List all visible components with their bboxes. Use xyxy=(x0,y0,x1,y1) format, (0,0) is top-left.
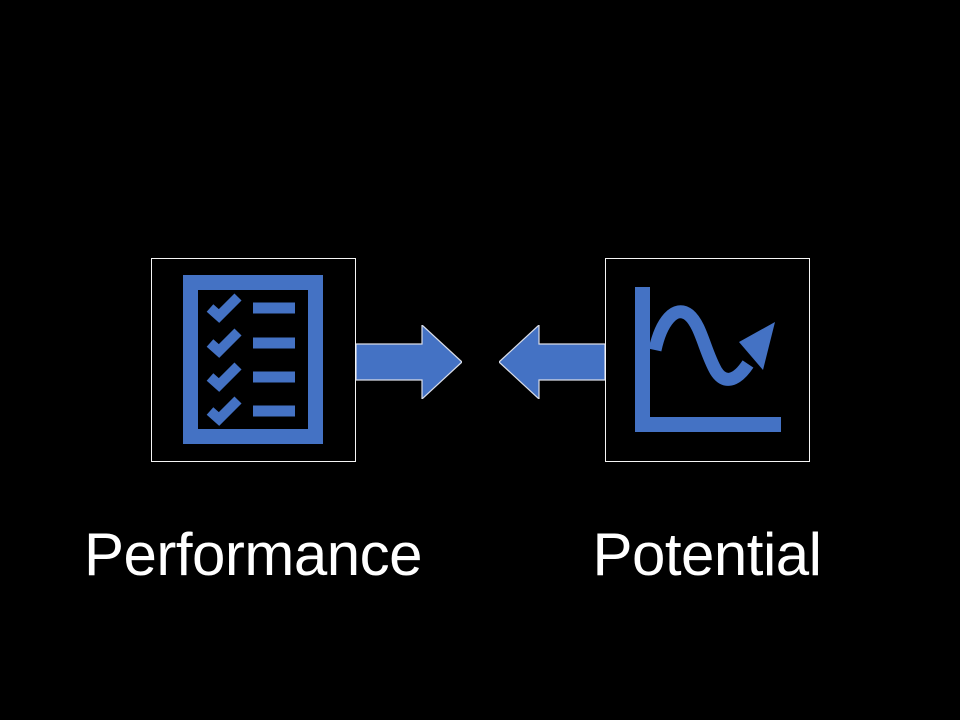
checklist-icon xyxy=(183,275,323,444)
line-chart-icon xyxy=(635,287,781,432)
block-arrow-right-icon xyxy=(356,325,462,399)
performance-icon-box xyxy=(151,258,356,462)
potential-icon-box xyxy=(605,258,810,462)
block-arrow-left-icon xyxy=(499,325,605,399)
potential-label: Potential xyxy=(592,521,823,588)
performance-label: Performance xyxy=(84,521,422,588)
